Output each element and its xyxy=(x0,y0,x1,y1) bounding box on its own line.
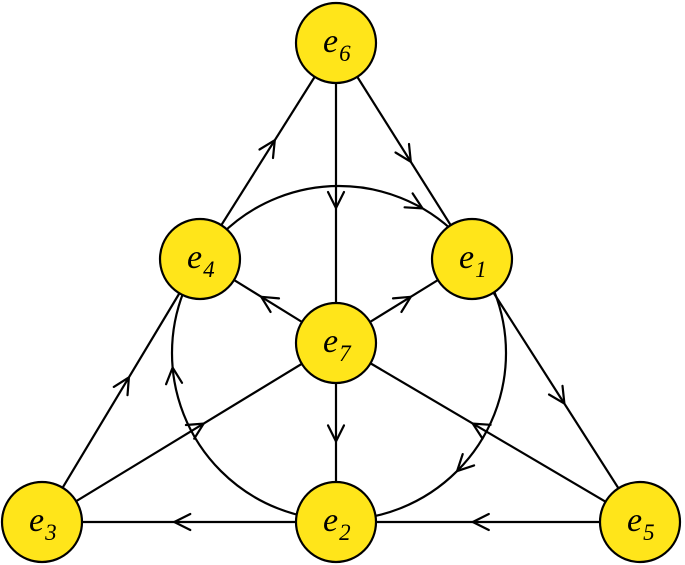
node-subscript-e4: 4 xyxy=(203,257,215,282)
edge-arrow-e3-e4 xyxy=(112,376,130,397)
node-circle-e1 xyxy=(430,217,514,301)
circle-arrow-e2-e4 xyxy=(165,366,184,386)
edge-e4-e6 xyxy=(199,42,337,260)
edge-arrow-e7-e1 xyxy=(391,295,412,314)
edge-e5-e7 xyxy=(335,342,641,523)
edge-e3-e7 xyxy=(41,342,337,523)
circle-arrow-e1-e2 xyxy=(456,453,476,473)
node-subscript-e3: 3 xyxy=(44,520,57,545)
node-subscript-e6: 6 xyxy=(339,41,351,66)
node-circle-e4 xyxy=(158,217,242,301)
edges-layer xyxy=(41,42,641,524)
node-circle-e3 xyxy=(0,480,84,564)
arrows-layer xyxy=(112,139,566,532)
edge-arrow-e1-e5 xyxy=(547,384,566,405)
node-e1: e1 xyxy=(430,217,514,301)
node-e5: e5 xyxy=(598,480,682,564)
node-subscript-e5: 5 xyxy=(643,520,655,545)
node-circle-e7 xyxy=(294,301,378,385)
node-subscript-e2: 2 xyxy=(339,520,351,545)
edge-e3-e4 xyxy=(41,258,201,523)
circle-arrow-e4-e1 xyxy=(403,192,424,210)
edge-arrow-e4-e6 xyxy=(258,139,276,160)
node-e3: e3 xyxy=(0,480,84,564)
node-subscript-e1: 1 xyxy=(475,257,487,282)
node-e4: e4 xyxy=(158,217,242,301)
node-subscript-e7: 7 xyxy=(339,341,352,366)
edge-arrow-e5-e2 xyxy=(471,512,490,532)
edge-arrow-e7-e4 xyxy=(260,295,281,314)
node-circle-e6 xyxy=(294,1,378,85)
node-e2: e2 xyxy=(294,480,378,564)
edge-arrow-e2-e3 xyxy=(173,512,192,532)
edge-e6-e1 xyxy=(335,42,473,260)
edge-arrow-e5-e7 xyxy=(471,422,492,440)
edge-arrow-e3-e7 xyxy=(184,422,205,440)
node-e7: e7 xyxy=(294,301,378,385)
node-e6: e6 xyxy=(294,1,378,85)
edge-arrow-e6-e7 xyxy=(326,190,346,210)
node-circle-e2 xyxy=(294,480,378,564)
edge-arrow-e7-e2 xyxy=(326,424,346,443)
edge-e1-e5 xyxy=(471,258,641,523)
node-circle-e5 xyxy=(598,480,682,564)
edge-arrow-e6-e1 xyxy=(394,142,412,163)
